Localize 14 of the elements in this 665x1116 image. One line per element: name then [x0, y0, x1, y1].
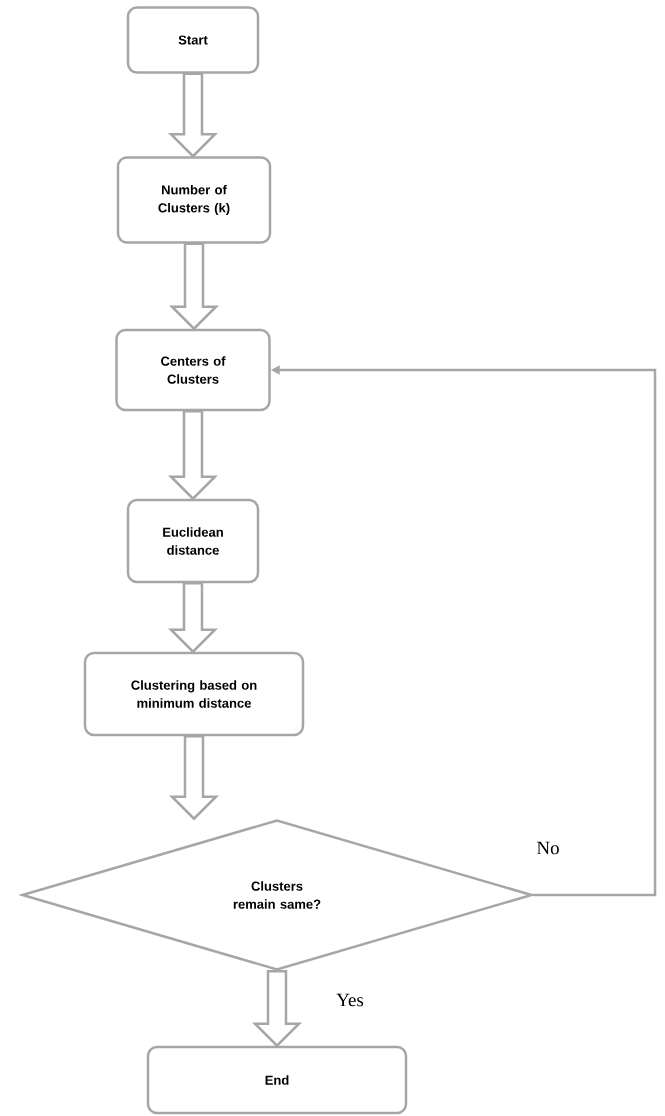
- process-box: Start: [126, 6, 260, 74]
- block-arrow: [168, 582, 218, 654]
- edge-label: Yes: [335, 992, 365, 1008]
- edge-label: No: [535, 840, 561, 856]
- process-box: Clustering based on minimum distance: [83, 651, 305, 737]
- block-arrow: [169, 242, 219, 331]
- process-box: Centers of Clusters: [115, 328, 271, 412]
- block-arrow: [168, 72, 218, 158]
- block-arrow: [252, 970, 302, 1048]
- process-box: End: [146, 1045, 408, 1115]
- block-arrow: [169, 735, 219, 821]
- block-arrow: [168, 410, 218, 501]
- process-box: Euclidean distance: [126, 498, 260, 584]
- process-box: Number of Clusters (k): [116, 156, 272, 244]
